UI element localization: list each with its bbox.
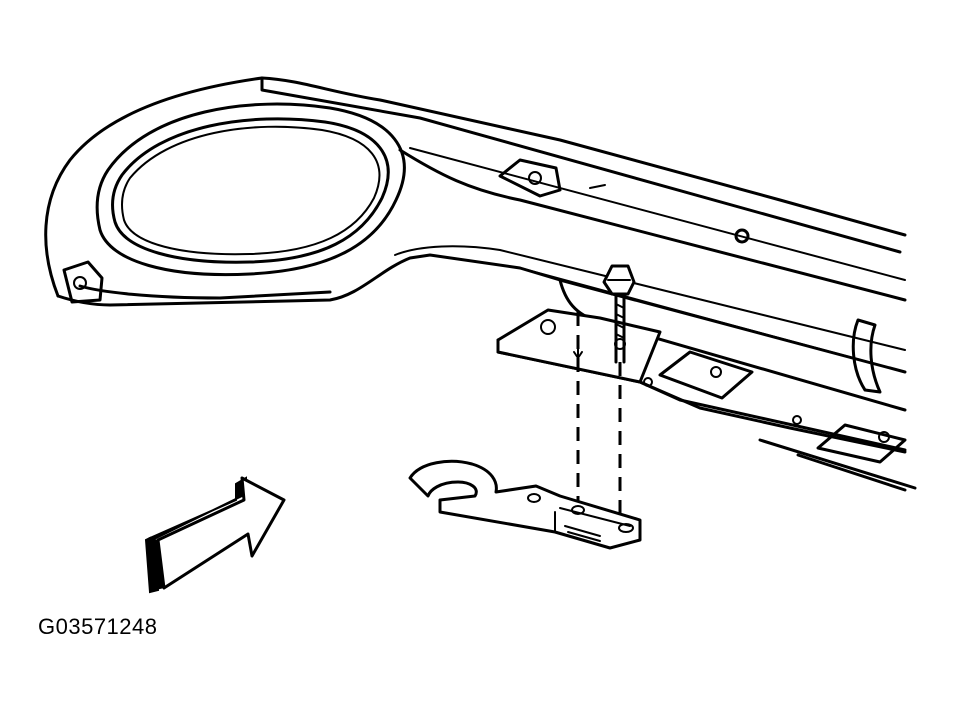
alignment-lines xyxy=(573,312,622,520)
cradle-opening xyxy=(62,102,406,304)
frame-crossmember xyxy=(44,76,917,492)
front-direction-arrow-icon xyxy=(144,476,286,594)
tow-hook xyxy=(408,459,642,550)
frame-tab xyxy=(498,158,750,244)
figure-identifier: G03571248 xyxy=(38,614,158,639)
bolt xyxy=(602,264,636,364)
